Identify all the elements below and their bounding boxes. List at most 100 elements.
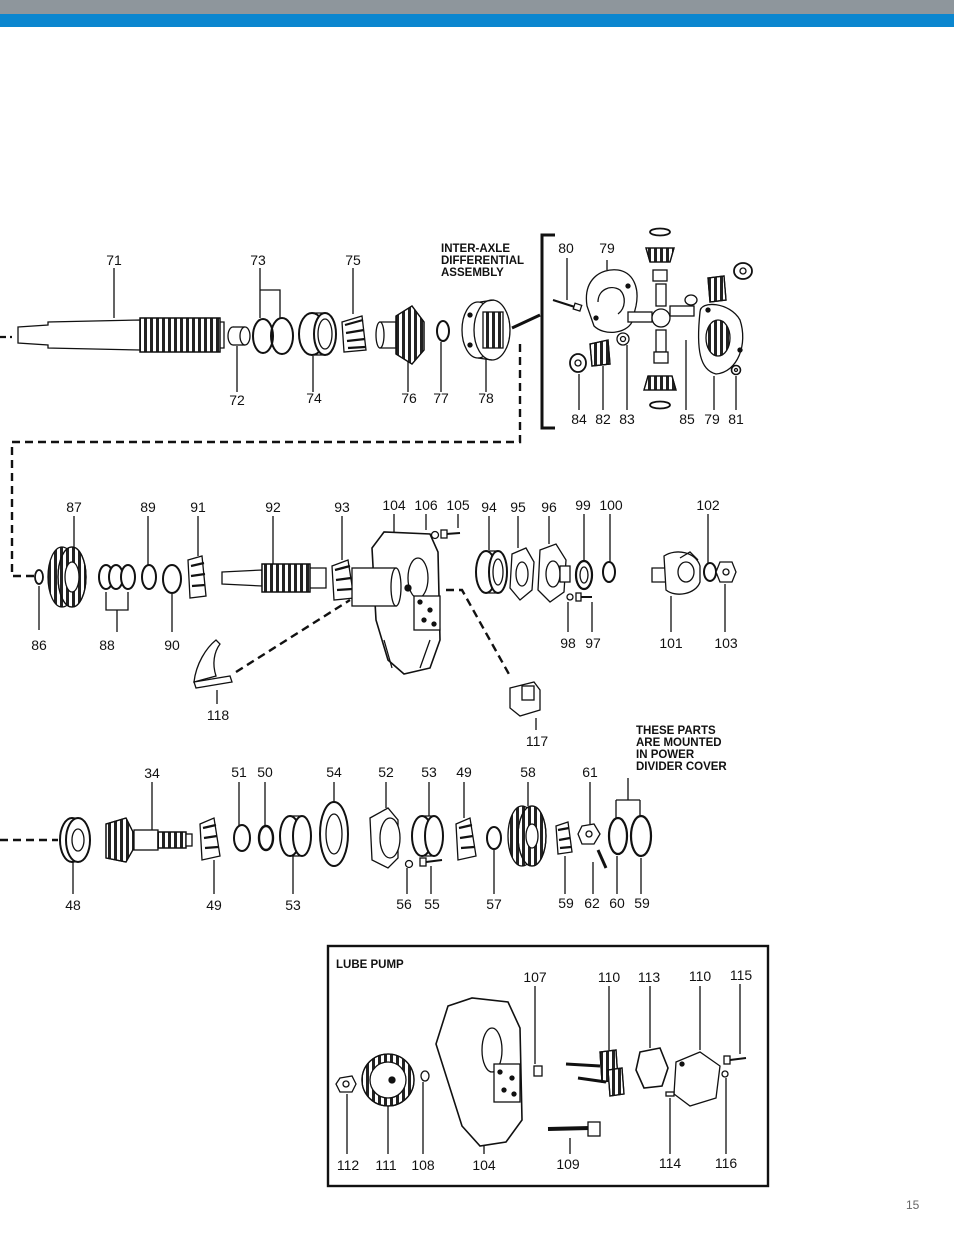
label-97: 97 xyxy=(585,635,601,651)
part-53-cup-b xyxy=(411,815,444,857)
label-101: 101 xyxy=(659,635,683,651)
part-93-bearing-cone xyxy=(331,559,355,601)
label-91: 91 xyxy=(190,499,206,515)
part-100-ring xyxy=(602,561,616,583)
label-79b: 79 xyxy=(704,411,720,427)
dashed-route-fork xyxy=(235,598,351,674)
caption-power-divider-line4: DIVIDER COVER xyxy=(636,761,727,773)
part-52-cage xyxy=(369,807,401,869)
part-114-pin xyxy=(665,1091,675,1097)
part-118-shift-fork xyxy=(193,639,233,689)
caption-inter-axle: INTER-AXLE DIFFERENTIAL ASSEMBLY xyxy=(441,243,524,279)
label-80: 80 xyxy=(558,240,574,256)
part-104-housing-lube xyxy=(435,997,523,1147)
label-109: 109 xyxy=(556,1156,580,1172)
part-62-pin xyxy=(596,849,608,869)
label-115: 115 xyxy=(730,967,753,983)
part-110-cover xyxy=(673,1051,721,1107)
part-112-nut xyxy=(335,1075,357,1093)
part-79-case-half-left xyxy=(585,269,638,333)
caption-power-divider: THESE PARTS ARE MOUNTED IN POWER DIVIDER… xyxy=(636,725,727,773)
part-106-plug xyxy=(430,530,440,540)
part-34-pinion xyxy=(105,817,193,863)
part-74-bearing-cup xyxy=(298,312,337,356)
part-76-side-gear xyxy=(375,305,425,365)
label-78: 78 xyxy=(478,390,494,406)
label-84: 84 xyxy=(571,411,587,427)
label-103: 103 xyxy=(714,635,738,651)
label-90: 90 xyxy=(164,637,180,653)
part-86-snap-ring xyxy=(34,569,44,585)
part-94-seal xyxy=(475,550,508,594)
label-107: 107 xyxy=(523,969,547,985)
part-77-washer xyxy=(436,320,450,342)
label-110a: 110 xyxy=(598,969,621,985)
label-59a: 59 xyxy=(558,895,574,911)
part-pinion-right xyxy=(684,262,753,306)
label-112: 112 xyxy=(337,1157,360,1173)
part-111-sprocket xyxy=(361,1053,415,1107)
diff-bracket xyxy=(540,233,555,430)
part-pinion-bottom xyxy=(643,351,677,410)
label-49b: 49 xyxy=(206,897,222,913)
caption-power-divider-line1: THESE PARTS xyxy=(636,725,716,737)
label-75: 75 xyxy=(345,252,361,268)
label-93: 93 xyxy=(334,499,350,515)
part-72-bushing xyxy=(227,326,251,346)
label-74: 74 xyxy=(306,390,322,406)
page-number: 15 xyxy=(906,1198,920,1212)
label-56: 56 xyxy=(396,896,412,912)
label-51: 51 xyxy=(231,764,247,780)
label-83: 83 xyxy=(619,411,635,427)
label-72: 72 xyxy=(229,392,245,408)
labels-row2: 87 89 91 92 93 104 106 105 94 95 96 99 1… xyxy=(31,497,738,749)
label-60: 60 xyxy=(609,895,625,911)
labels-lube-pump: LUBE PUMP 107 110 113 110 115 112 111 10… xyxy=(336,959,752,1173)
part-61-nut xyxy=(577,823,601,845)
part-89-washer xyxy=(141,564,157,590)
part-51-spacer xyxy=(233,824,251,852)
label-104: 104 xyxy=(382,497,406,513)
label-118: 118 xyxy=(207,707,230,723)
part-79-case-half-right xyxy=(697,303,744,375)
part-75-bearing-cone xyxy=(341,315,367,353)
part-109-bolt xyxy=(547,1121,601,1137)
label-58: 58 xyxy=(520,764,536,780)
part-58-gear xyxy=(507,805,547,867)
part-101-yoke xyxy=(651,551,701,595)
part-96-cover xyxy=(537,543,571,603)
label-116: 116 xyxy=(715,1155,738,1171)
part-80-bolt xyxy=(552,299,583,312)
part-81-nut xyxy=(730,364,742,376)
label-92: 92 xyxy=(265,499,281,515)
part-78-differential-assembly xyxy=(461,299,511,361)
label-61: 61 xyxy=(582,764,598,780)
part-99-seal xyxy=(574,559,594,591)
caption-power-divider-line3: IN POWER xyxy=(636,749,695,761)
label-71: 71 xyxy=(106,252,122,268)
label-113: 113 xyxy=(638,969,661,985)
part-107-plug xyxy=(533,1065,543,1077)
label-50: 50 xyxy=(257,764,273,780)
labels-row1: 71 73 75 72 74 76 77 78 xyxy=(106,252,494,408)
caption-lube-pump: LUBE PUMP xyxy=(336,959,404,971)
part-48-bearing xyxy=(59,817,91,863)
caption-power-divider-line2: ARE MOUNTED xyxy=(636,737,722,749)
label-106: 106 xyxy=(414,497,438,513)
part-88-bearing-pair xyxy=(98,564,136,590)
labels-diff: 80 79 84 82 83 85 79 81 xyxy=(558,240,744,427)
label-94: 94 xyxy=(481,499,497,515)
label-52: 52 xyxy=(378,764,394,780)
header-blue-band xyxy=(0,14,954,27)
label-117: 117 xyxy=(526,733,549,749)
part-102-washer xyxy=(703,562,717,582)
part-110-gear-shaft-a xyxy=(565,1049,625,1097)
part-60-cup xyxy=(607,816,629,856)
dashed-route-switch xyxy=(446,588,512,677)
lube-pump-box xyxy=(326,944,770,1188)
label-82: 82 xyxy=(595,411,611,427)
label-100: 100 xyxy=(599,497,623,513)
label-79a: 79 xyxy=(599,240,615,256)
part-50-washer xyxy=(257,824,275,852)
label-102: 102 xyxy=(696,497,720,513)
